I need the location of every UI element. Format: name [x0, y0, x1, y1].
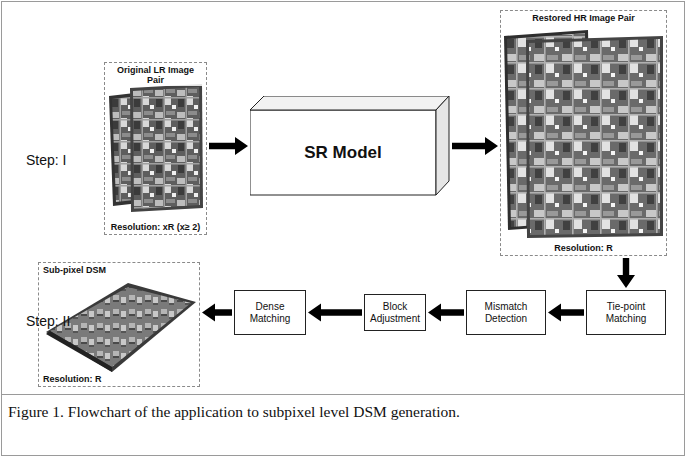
image-pair-box: Original LR Image PairResolution: xR (x≥…	[104, 62, 207, 235]
box-heading: Sub-pixel DSM	[43, 265, 195, 275]
image-pair-box: Restored HR Image PairResolution: R	[500, 10, 667, 256]
cube-face	[250, 110, 436, 195]
resolution-note: Resolution: R	[43, 374, 195, 384]
figure-caption: Figure 1. Flowchart of the application t…	[8, 402, 678, 423]
process-box: Block Adjustment	[364, 294, 426, 331]
cube-face	[250, 96, 449, 110]
box-heading: Original LR Image Pair	[109, 65, 202, 86]
process-box: Tie-point Matching	[586, 290, 666, 335]
cube-face	[436, 96, 449, 195]
step-name: Mismatch Detection	[467, 299, 545, 326]
step-label: Step: II	[26, 313, 70, 329]
resolution-note: Resolution: R	[505, 243, 662, 253]
process-box: Mismatch Detection	[466, 290, 546, 335]
caption-separator	[1, 394, 685, 395]
resolution-note: Resolution: xR (x≥ 2)	[109, 222, 202, 232]
step-name: Dense Matching	[235, 299, 305, 326]
flow-arrow	[428, 304, 464, 322]
flow-arrow	[202, 304, 232, 322]
model-box: SR Model	[250, 96, 450, 196]
step-label: Step: I	[26, 152, 66, 168]
hr-image-pair	[504, 30, 663, 238]
step-name: Block Adjustment	[365, 299, 425, 326]
step-name: Tie-point Matching	[587, 299, 665, 326]
model-name: SR Model	[254, 110, 432, 196]
flow-arrow	[617, 258, 635, 288]
lr-image-pair	[109, 84, 203, 212]
box-heading: Restored HR Image Pair	[505, 13, 662, 23]
flow-arrow	[548, 304, 584, 322]
process-box: Dense Matching	[234, 290, 306, 335]
flow-arrow	[308, 304, 362, 322]
flow-arrow	[209, 137, 248, 155]
flow-arrow	[452, 137, 498, 155]
